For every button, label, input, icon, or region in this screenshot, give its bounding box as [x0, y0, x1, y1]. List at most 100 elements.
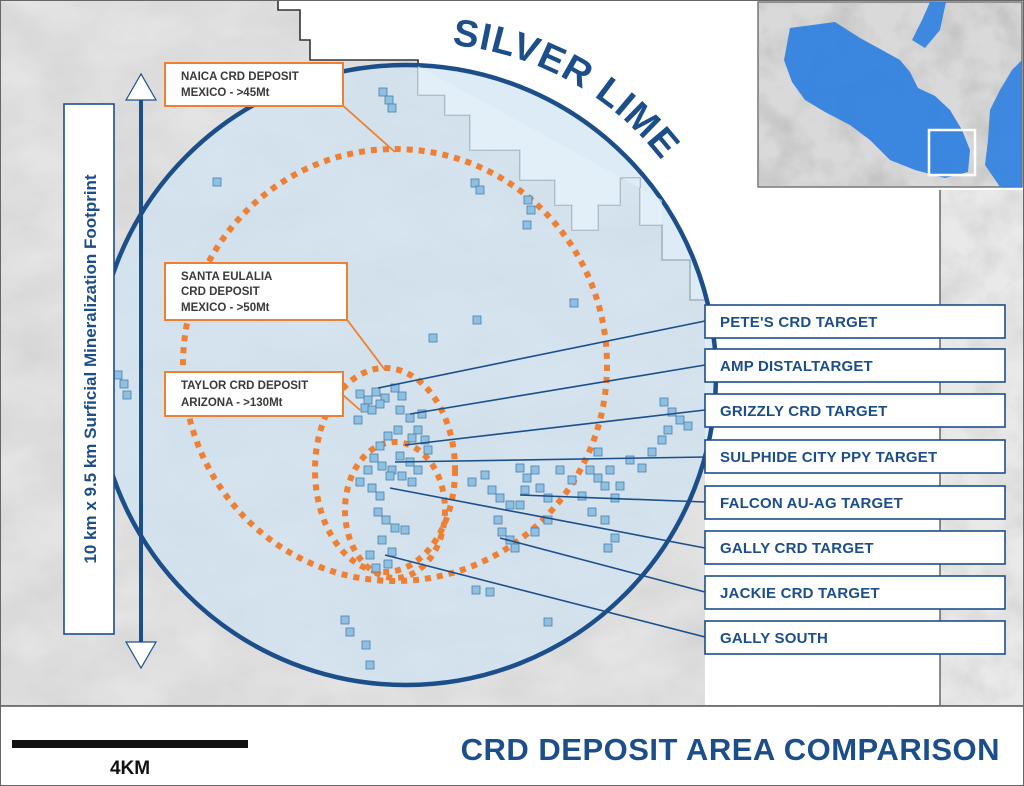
claim-square: [353, 415, 363, 425]
footer-title: CRD DEPOSIT AREA COMPARISON: [461, 732, 1000, 767]
claim-square: [355, 477, 365, 487]
claim-square: [385, 471, 395, 481]
claim-square: [369, 453, 379, 463]
claim-square: [587, 507, 597, 517]
deposit-label-santa-eulalia: SANTA EULALIA CRD DEPOSIT MEXICO - >50Mt: [164, 262, 348, 321]
claim-squares: [113, 87, 693, 670]
claim-square: [593, 447, 603, 457]
scale-bar: [12, 740, 248, 748]
claim-square: [384, 95, 394, 105]
claim-square: [371, 387, 381, 397]
claim-square: [667, 407, 677, 417]
target-gally-text: GALLY CRD TARGET: [720, 540, 874, 557]
claim-square: [605, 465, 615, 475]
leader-line-sulphide: [394, 456, 706, 463]
claim-square: [122, 390, 132, 400]
claim-square: [647, 447, 657, 457]
target-label-gally-south: GALLY SOUTH: [704, 620, 1006, 655]
claim-square: [526, 205, 536, 215]
claim-square: [663, 425, 673, 435]
claim-square: [367, 405, 377, 415]
claim-square: [397, 391, 407, 401]
claim-square: [515, 463, 525, 473]
target-amp-text: AMP DISTALTARGET: [720, 358, 873, 375]
leader-line-petes: [377, 320, 706, 389]
claim-square: [470, 178, 480, 188]
deposit-label-naica: NAICA CRD DEPOSIT MEXICO - >45Mt: [164, 62, 344, 107]
claim-square: [365, 660, 375, 670]
claim-square: [377, 461, 387, 471]
claim-square: [413, 425, 423, 435]
deposit-naica-line2: MEXICO - >45Mt: [181, 87, 270, 99]
footprint-label-text: 10 km x 9.5 km Surficial Mineralization …: [81, 174, 100, 564]
santa-eulalia-deposit-outline: [312, 365, 458, 575]
claim-square: [371, 563, 381, 573]
claim-square: [355, 389, 365, 399]
target-falcon-text: FALCON AU-AG TARGET: [720, 495, 903, 512]
claim-square: [480, 470, 490, 480]
claim-square: [683, 421, 693, 431]
target-label-falcon: FALCON AU-AG TARGET: [704, 485, 1006, 520]
claim-square: [380, 393, 390, 403]
claim-square: [365, 550, 375, 560]
claim-square: [603, 543, 613, 553]
claim-square: [407, 477, 417, 487]
taylor-deposit-outline: [342, 439, 448, 581]
claim-square: [543, 515, 553, 525]
naica-deposit-outline: [180, 146, 610, 584]
deposit-santa-eulalia-line3: MEXICO - >50Mt: [181, 302, 270, 314]
deposit-taylor-line1: TAYLOR CRD DEPOSIT: [181, 380, 308, 392]
target-label-jackie: JACKIE CRD TARGET: [704, 575, 1006, 610]
deposit-leader-lines: [339, 102, 396, 411]
claim-square: [113, 370, 123, 380]
claim-square: [383, 559, 393, 569]
claim-square: [495, 493, 505, 503]
target-sulphide-text: SULPHIDE CITY PPY TARGET: [720, 449, 937, 466]
claim-square: [567, 475, 577, 485]
leader-line-jackie: [499, 537, 706, 593]
claim-square: [485, 587, 495, 597]
claim-square: [543, 493, 553, 503]
claim-square: [361, 640, 371, 650]
claim-square: [585, 465, 595, 475]
claim-square: [675, 415, 685, 425]
claim-square: [520, 485, 530, 495]
claim-square: [610, 533, 620, 543]
claim-square: [390, 523, 400, 533]
claim-square: [407, 433, 417, 443]
claim-square: [395, 451, 405, 461]
claim-square: [400, 525, 410, 535]
claim-square: [515, 500, 525, 510]
claim-notch-fill: [418, 66, 662, 230]
claim-square: [363, 395, 373, 405]
claim-square: [119, 379, 129, 389]
target-label-grizzly: GRIZZLY CRD TARGET: [704, 393, 1006, 428]
claim-square: [600, 515, 610, 525]
deposit-naica-line1: NAICA CRD DEPOSIT: [181, 71, 299, 83]
claim-square: [381, 515, 391, 525]
claim-square: [475, 185, 485, 195]
deposit-santa-eulalia-line1: SANTA EULALIA: [181, 271, 272, 283]
leader-line-gally-south: [384, 554, 706, 638]
deposit-label-taylor: TAYLOR CRD DEPOSIT ARIZONA - >130Mt: [164, 371, 344, 417]
claim-square: [535, 483, 545, 493]
claim-square: [417, 409, 427, 419]
claim-square: [522, 220, 532, 230]
target-labels: PETE'S CRD TARGET AMP DISTALTARGET GRIZZ…: [704, 304, 1006, 655]
claim-square: [487, 485, 497, 495]
claim-square: [373, 507, 383, 517]
claim-square: [600, 481, 610, 491]
claim-square: [472, 315, 482, 325]
claim-square: [657, 435, 667, 445]
claim-square: [383, 431, 393, 441]
target-petes-text: PETE'S CRD TARGET: [720, 314, 878, 331]
claim-square: [393, 425, 403, 435]
claim-square: [522, 473, 532, 483]
claim-square: [428, 333, 438, 343]
claim-square: [493, 515, 503, 525]
scale-bar-label: 4KM: [110, 758, 150, 779]
claim-square: [375, 441, 385, 451]
target-grizzly-text: GRIZZLY CRD TARGET: [720, 403, 888, 420]
